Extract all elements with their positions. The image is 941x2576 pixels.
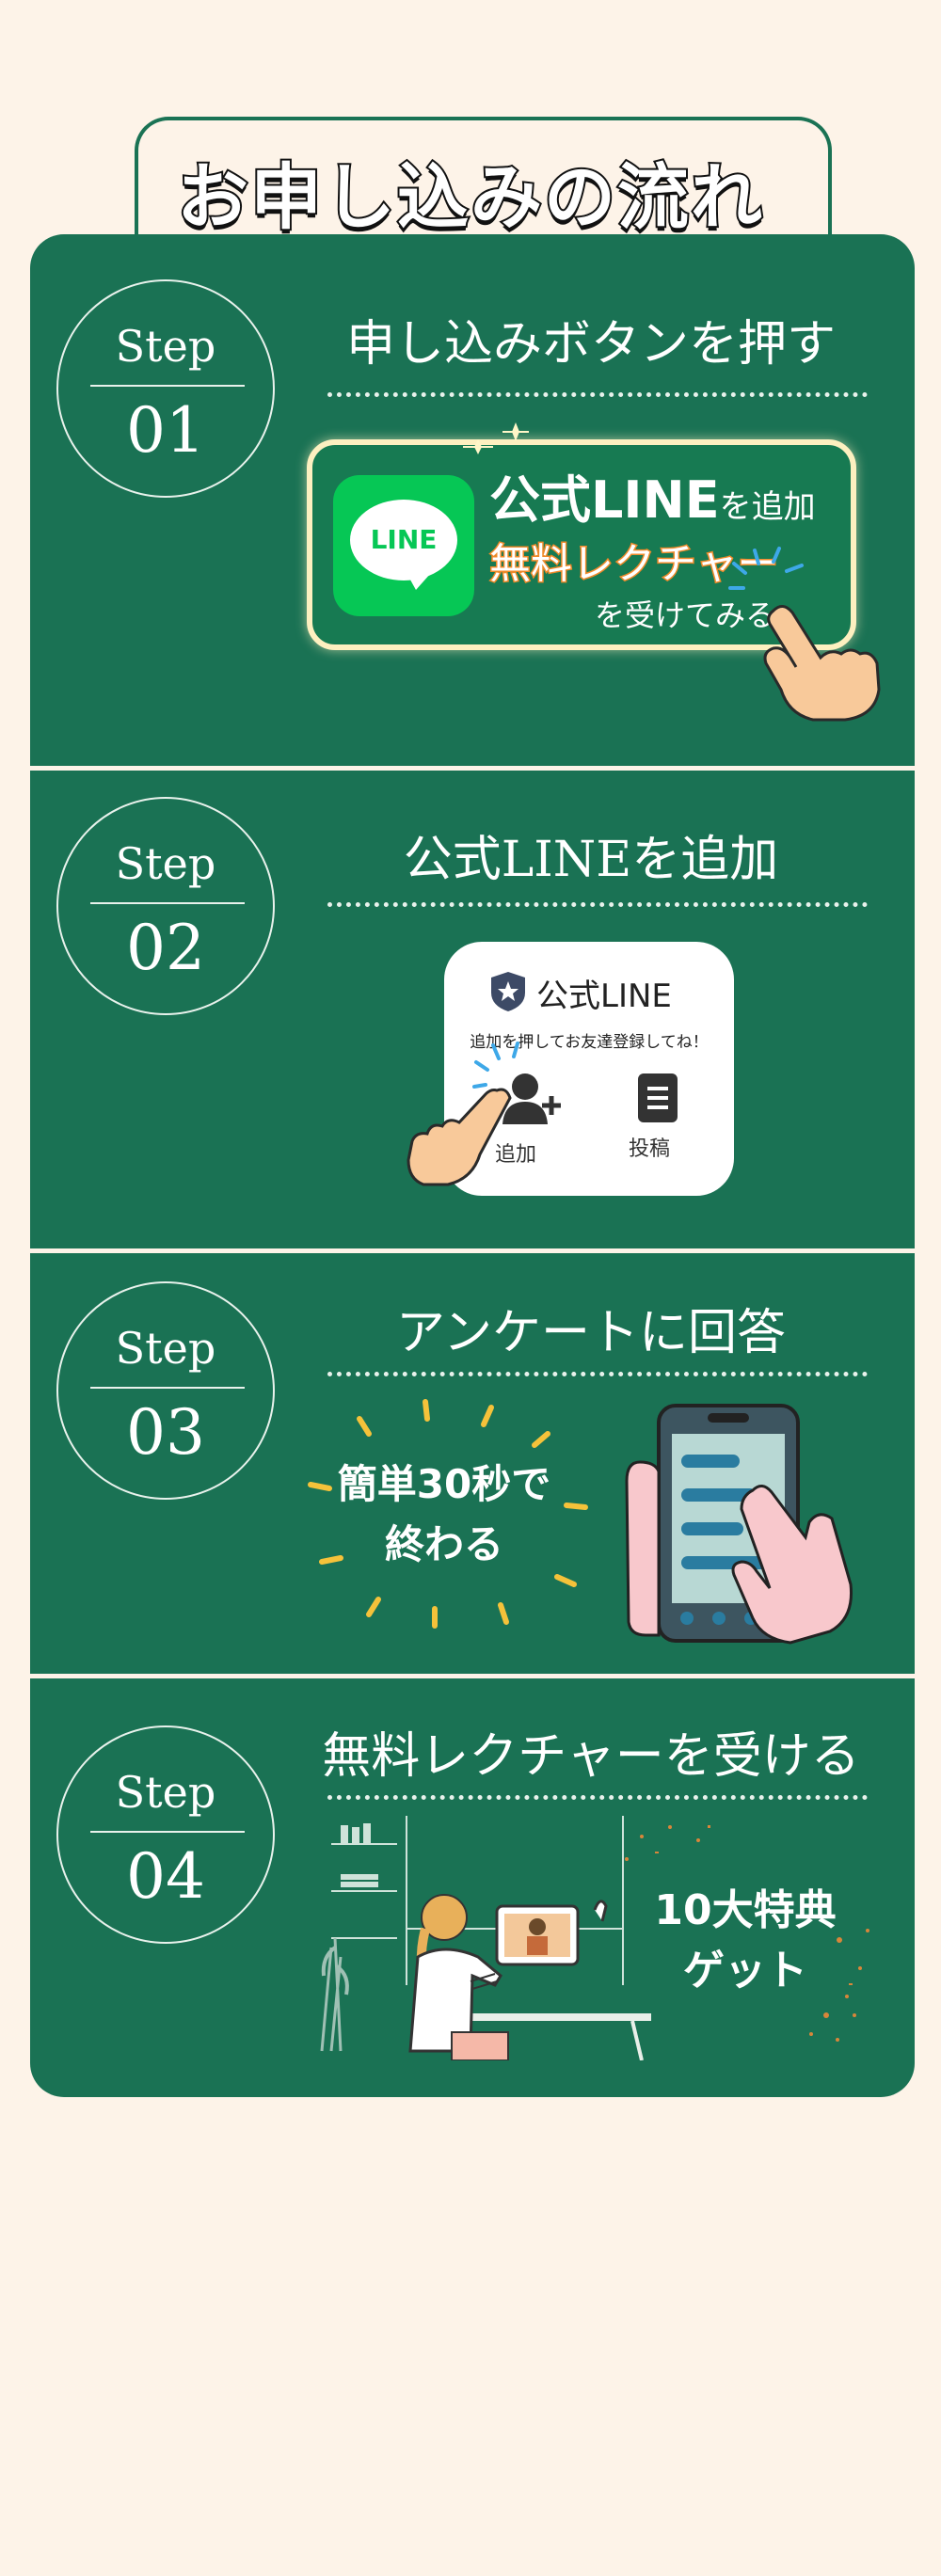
step-2-heading: 公式LINEを追加 — [403, 832, 779, 888]
page-title: お申し込みの流れ — [175, 153, 764, 241]
step-number: 03 — [126, 1396, 205, 1469]
card-title: 公式LINE — [536, 978, 672, 1015]
step-word: Step — [115, 838, 216, 889]
section-divider — [30, 1248, 915, 1253]
add-friend-icon[interactable] — [501, 1068, 563, 1130]
line-official-card: 公式LINE 追加を押してお友達登録してね！ 追加 投稿 — [444, 942, 734, 1196]
dotted-divider — [327, 902, 868, 907]
card-description: 追加を押してお友達登録してね！ — [470, 1033, 709, 1052]
tap-burst-icon — [472, 1042, 519, 1089]
step-word: Step — [115, 321, 216, 372]
step-number: 01 — [126, 394, 205, 467]
line-logo-icon: LINE — [333, 475, 474, 616]
sparkle-icon — [463, 422, 529, 454]
step-number: 04 — [126, 1840, 205, 1913]
step-divider — [90, 385, 245, 387]
pointing-hand-icon — [407, 1088, 512, 1186]
burst-text-line2: 終わる — [384, 1521, 503, 1567]
shield-star-icon — [491, 972, 525, 1011]
burst-text-line1: 簡単30秒で — [337, 1461, 551, 1507]
step-3-badge: Step 03 — [56, 1281, 275, 1500]
post-button-label[interactable]: 投稿 — [629, 1137, 671, 1161]
step-3-heading: アンケートに回答 — [396, 1305, 786, 1361]
step-divider — [90, 902, 245, 904]
step-3: Step 03 アンケートに回答 簡単30秒で 終わる — [30, 1253, 915, 1674]
bonus-text-line2: ゲット — [683, 1947, 807, 1995]
step-4-badge: Step 04 — [56, 1725, 275, 1944]
step-4-heading: 無料レクチャーを受ける — [322, 1728, 860, 1785]
step-divider — [90, 1387, 245, 1389]
step-word: Step — [115, 1323, 216, 1374]
step-2: Step 02 公式LINEを追加 公式LINE 追加を押してお友達登録してね！… — [30, 771, 915, 1248]
step-divider — [90, 1831, 245, 1833]
online-lecture-illustration — [320, 1816, 651, 2060]
step-1: Step 01 申し込みボタンを押す LINE 公式LINEを追加 無料レクチャ… — [30, 234, 915, 766]
banner-orange-text: 無料レクチャー — [488, 539, 781, 590]
banner-sub-text: を受けてみる — [595, 597, 776, 633]
step-4: Step 04 無料レクチャーを受ける — [30, 1678, 915, 2097]
section-divider — [30, 766, 915, 771]
pointing-hand-icon — [763, 605, 881, 722]
smartphone-tap-icon — [625, 1404, 853, 1645]
section-divider — [30, 1674, 915, 1678]
burst-lines-icon — [308, 1399, 588, 1629]
step-number: 02 — [126, 912, 205, 984]
step-1-badge: Step 01 — [56, 279, 275, 498]
banner-main-text: 公式LINEを追加 — [489, 470, 816, 530]
confetti-icon — [625, 1825, 869, 2042]
steps-panel: Step 01 申し込みボタンを押す LINE 公式LINEを追加 無料レクチャ… — [30, 234, 915, 2097]
post-icon[interactable] — [636, 1072, 679, 1124]
dotted-divider — [327, 1795, 868, 1800]
dotted-divider — [327, 1372, 868, 1376]
step-1-heading: 申し込みボタンを押す — [345, 316, 836, 373]
tap-burst-icon — [728, 547, 804, 590]
bonus-text-line1: 10大特典 — [654, 1886, 837, 1934]
step-word: Step — [115, 1767, 216, 1818]
dotted-divider — [327, 392, 868, 397]
add-button-label[interactable]: 追加 — [495, 1143, 537, 1167]
line-add-button-banner[interactable]: LINE 公式LINEを追加 無料レクチャー を受けてみる — [307, 439, 856, 650]
step-2-badge: Step 02 — [56, 797, 275, 1015]
